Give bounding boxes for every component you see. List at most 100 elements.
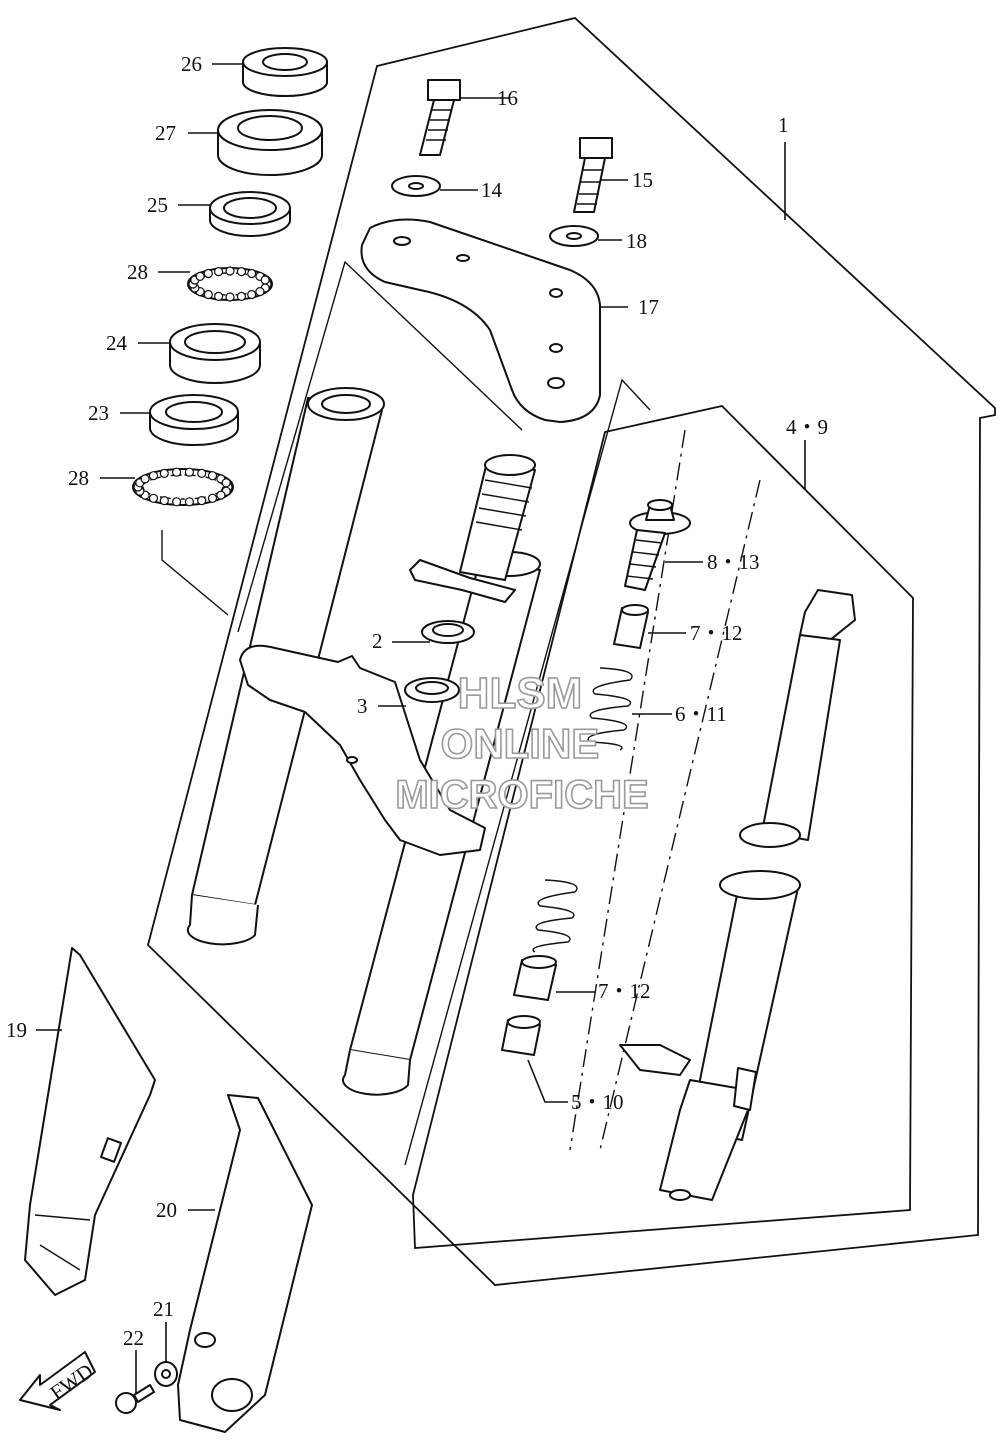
bearing-balls-upper <box>188 266 272 302</box>
bearing-ball <box>247 289 257 300</box>
bearing-ball <box>195 271 205 281</box>
callout-17: 17 <box>638 295 659 319</box>
watermark-line-2: ONLINE <box>441 720 600 767</box>
callout-16: 16 <box>497 86 518 110</box>
callout-14: 14 <box>481 178 503 202</box>
callout-28-lower: 28 <box>68 466 89 490</box>
assembly-axis-line <box>599 479 761 1151</box>
bolt-15 <box>573 137 613 213</box>
fork-guard-20-boss <box>211 1378 253 1412</box>
watermark-line-3: MICROFICHE <box>395 773 648 817</box>
callout-6-11: 6・11 <box>675 702 727 726</box>
bearing-ball <box>260 275 270 285</box>
bearing-ball <box>207 471 218 481</box>
assembly-frame-inner <box>412 405 914 1249</box>
callout-8-13: 8・13 <box>707 550 760 574</box>
bearing-ball <box>255 287 265 297</box>
fork-frame-line <box>404 378 651 1166</box>
bearing-ball <box>214 267 224 277</box>
bearing-bracket-line <box>161 530 229 616</box>
cable-guide <box>409 559 516 603</box>
fork-cover-19-slot <box>100 1137 122 1163</box>
washer-14 <box>391 175 441 197</box>
assembly-axis-line <box>569 429 686 1151</box>
bearing-ball <box>236 267 246 277</box>
callout-4-9: 4・9 <box>786 415 828 439</box>
bearing-ball <box>148 493 159 503</box>
spring-lower <box>532 879 578 953</box>
bearing-ball <box>197 496 207 506</box>
bearing-ball <box>221 478 231 488</box>
bearing-ball <box>236 291 246 301</box>
spring-6-11 <box>587 667 633 751</box>
washer-18 <box>549 225 599 247</box>
fork-leg-assembly <box>619 589 856 1201</box>
callout-22: 22 <box>123 1326 144 1350</box>
bearing-ball <box>214 291 224 301</box>
bolt-16 <box>419 79 461 156</box>
watermark-line-1: HLSM <box>458 669 583 718</box>
bearing-ball <box>148 471 159 481</box>
middle-race <box>169 323 261 384</box>
callout-25: 25 <box>147 193 168 217</box>
bearing-ball <box>172 467 182 477</box>
bearing-ball <box>197 468 207 478</box>
callout-18: 18 <box>626 229 647 253</box>
bracket-holes <box>393 236 565 389</box>
seal-3 <box>404 677 460 703</box>
steering-stem-nut <box>242 47 328 97</box>
fork-cover-19-edge <box>34 1214 91 1271</box>
fork-cover-19 <box>24 947 156 1296</box>
screw-22 <box>115 1384 155 1414</box>
upper-bracket <box>360 218 601 423</box>
callout-24: 24 <box>106 331 128 355</box>
callout-3: 3 <box>357 694 368 718</box>
collar-7-12-lower <box>513 955 557 1001</box>
cap-8-13 <box>624 499 691 591</box>
fork-guard-20-hole <box>194 1332 216 1348</box>
leader-lines <box>36 63 806 1393</box>
fork-frame-line <box>237 260 523 633</box>
bearing-ball <box>203 289 213 300</box>
callout-27: 27 <box>155 121 176 145</box>
bearing-ball <box>225 266 235 276</box>
callout-21: 21 <box>153 1297 174 1321</box>
callout-23: 23 <box>88 401 109 425</box>
bearing-ball <box>184 467 194 477</box>
dust-cover <box>217 109 323 176</box>
callout-1: 1 <box>778 113 789 137</box>
bearing-ball <box>203 268 213 279</box>
forward-arrow-icon: FWD <box>19 1351 98 1411</box>
callout-26: 26 <box>181 52 202 76</box>
watermark: HLSM ONLINE MICROFICHE <box>395 668 650 818</box>
bearing-ball <box>172 497 182 507</box>
bearing-ball <box>159 468 169 478</box>
ball-bearing-lower <box>132 468 234 506</box>
bearing-ball <box>247 268 257 279</box>
callout-2: 2 <box>372 629 383 653</box>
callout-7-12-upper: 7・12 <box>690 621 743 645</box>
bearing-ball <box>225 292 235 302</box>
collar-7-12-upper <box>613 604 649 649</box>
bearing-ball <box>184 497 194 507</box>
callout-19: 19 <box>6 1018 27 1042</box>
lower-bracket-hole <box>346 756 358 764</box>
lower-race <box>149 394 239 446</box>
callout-20: 20 <box>156 1198 177 1222</box>
fork-guard-20 <box>177 1094 313 1433</box>
callout-7-12-lower: 7・12 <box>598 979 651 1003</box>
bearing-ball <box>140 474 150 484</box>
valve-5-10 <box>501 1015 541 1056</box>
bearing-balls-lower <box>133 467 233 507</box>
washer-21 <box>154 1361 178 1387</box>
seal-2 <box>421 620 475 644</box>
upper-race <box>209 191 291 237</box>
callout-28-upper: 28 <box>127 260 148 284</box>
assembly-frame-outer <box>146 17 996 1286</box>
callout-15: 15 <box>632 168 653 192</box>
bearing-ball <box>159 496 169 506</box>
bearing-ball <box>216 490 226 500</box>
callout-5-10: 5・10 <box>571 1090 624 1114</box>
